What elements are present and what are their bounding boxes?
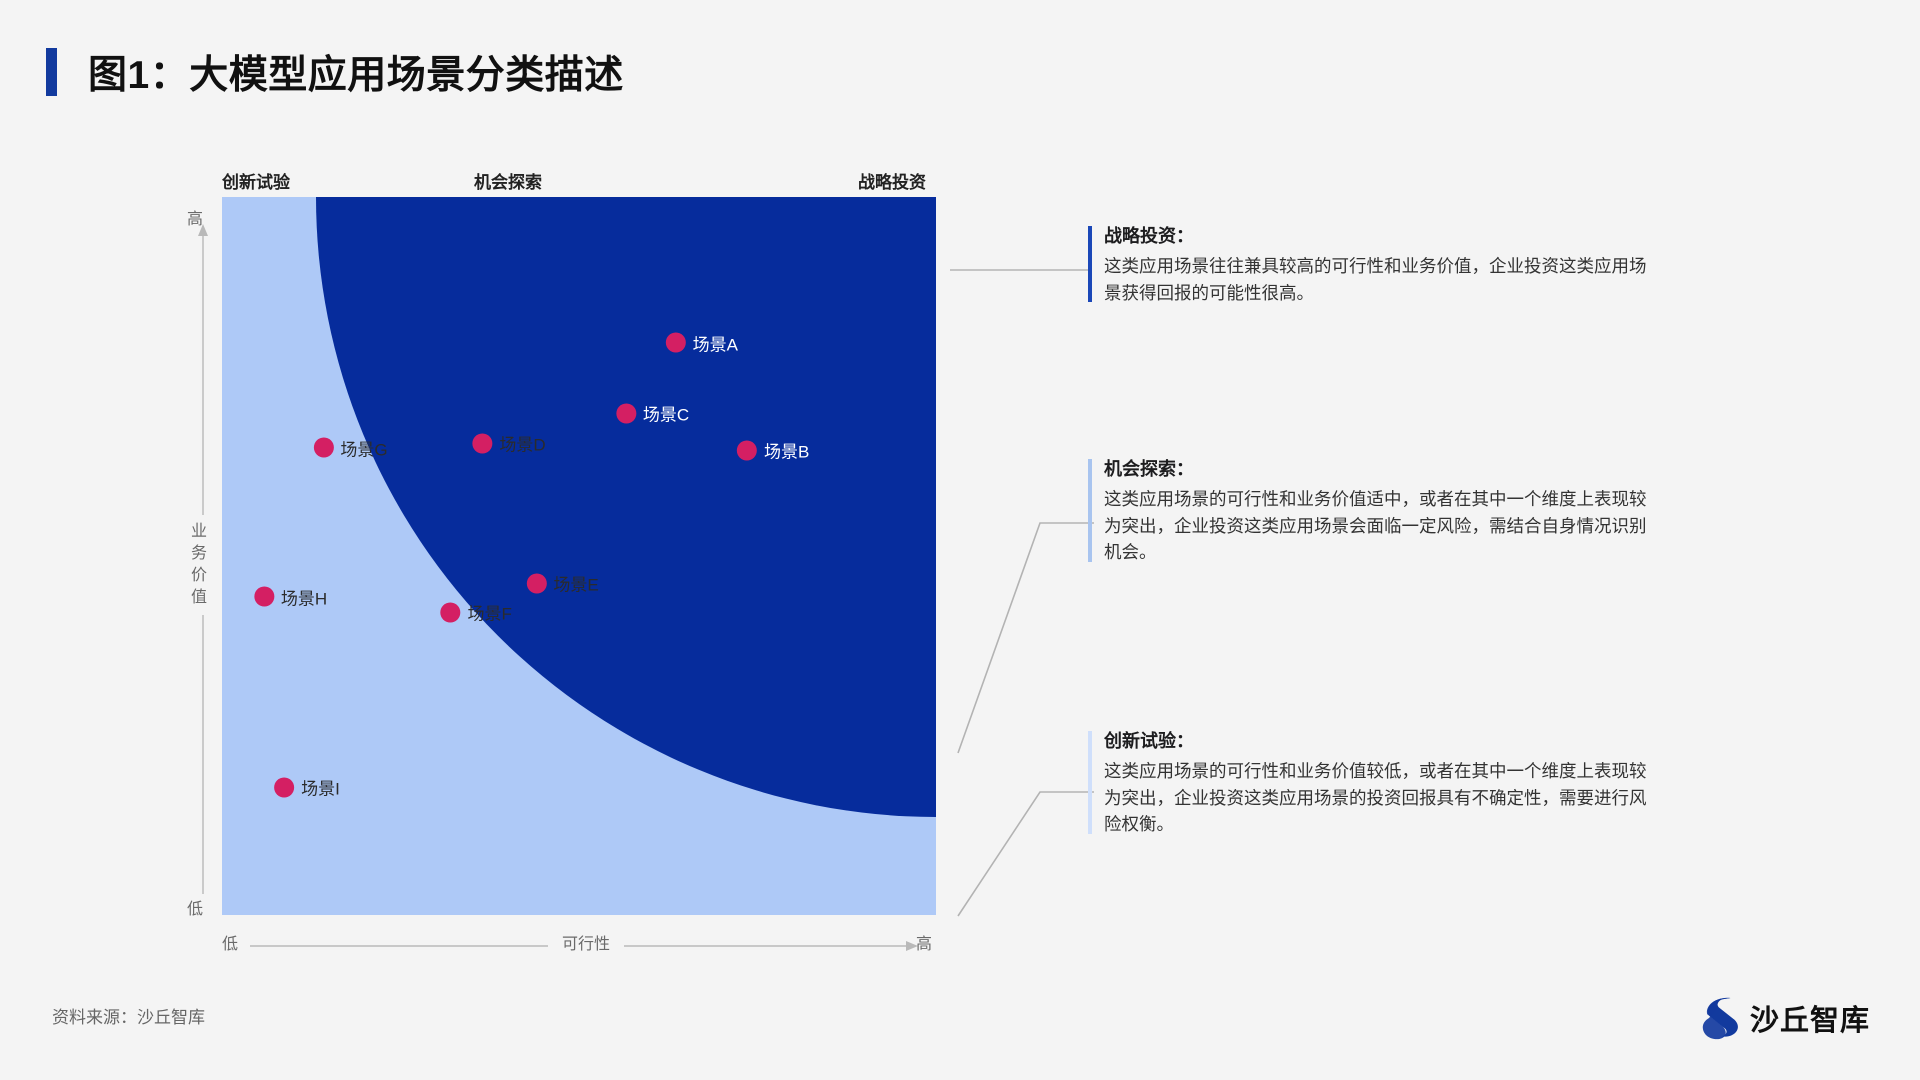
source-text: 资料来源：沙丘智库 bbox=[52, 1008, 205, 1027]
zone-label-innovation: 创新试验 bbox=[222, 173, 290, 192]
annotation-innovation: 创新试验： 这类应用场景的可行性和业务价值较低，或者在其中一个维度上表现较为突出… bbox=[1088, 727, 1648, 838]
annotation-title: 创新试验： bbox=[1104, 731, 1194, 751]
zone-label-opportunity: 机会探索 bbox=[474, 173, 542, 192]
leader-line-strategic bbox=[950, 269, 1088, 271]
title-accent-bar bbox=[46, 48, 57, 96]
y-axis-title: 业务价值 bbox=[188, 515, 210, 615]
leader-line-innovation bbox=[957, 791, 1094, 917]
x-axis-low-label: 低 bbox=[222, 936, 239, 953]
page-header: 图1：大模型应用场景分类描述 bbox=[0, 0, 1920, 120]
plot-area bbox=[222, 197, 936, 915]
annotation-accent-bar bbox=[1088, 731, 1092, 834]
s-mark-icon bbox=[1702, 997, 1738, 1040]
y-axis-high-label: 高 bbox=[187, 211, 204, 228]
zone-label-strategic: 战略投资 bbox=[858, 173, 926, 192]
annotation-text: 这类应用场景的可行性和业务价值适中，或者在其中一个维度上表现较为突出，企业投资这… bbox=[1104, 489, 1647, 563]
brand-logo: 沙丘智库 bbox=[1697, 995, 1870, 1041]
leader-line-opportunity bbox=[957, 522, 1094, 754]
annotation-title: 战略投资： bbox=[1104, 226, 1194, 246]
annotation-title: 机会探索： bbox=[1104, 459, 1194, 479]
annotation-accent-bar bbox=[1088, 226, 1092, 303]
annotation-text: 这类应用场景的可行性和业务价值较低，或者在其中一个维度上表现较为突出，企业投资这… bbox=[1104, 761, 1647, 835]
annotation-strategic: 战略投资： 这类应用场景往往兼具较高的可行性和业务价值，企业投资这类应用场景获得… bbox=[1088, 222, 1648, 306]
annotation-accent-bar bbox=[1088, 459, 1092, 562]
annotation-opportunity: 机会探索： 这类应用场景的可行性和业务价值适中，或者在其中一个维度上表现较为突出… bbox=[1088, 455, 1648, 566]
x-axis-high-label: 高 bbox=[916, 936, 933, 953]
brand-name: 沙丘智库 bbox=[1749, 1005, 1870, 1037]
x-axis-title: 可行性 bbox=[548, 930, 625, 954]
page-title: 图1：大模型应用场景分类描述 bbox=[88, 54, 624, 97]
y-axis-low-label: 低 bbox=[187, 901, 204, 918]
annotation-text: 这类应用场景往往兼具较高的可行性和业务价值，企业投资这类应用场景获得回报的可能性… bbox=[1104, 256, 1647, 303]
